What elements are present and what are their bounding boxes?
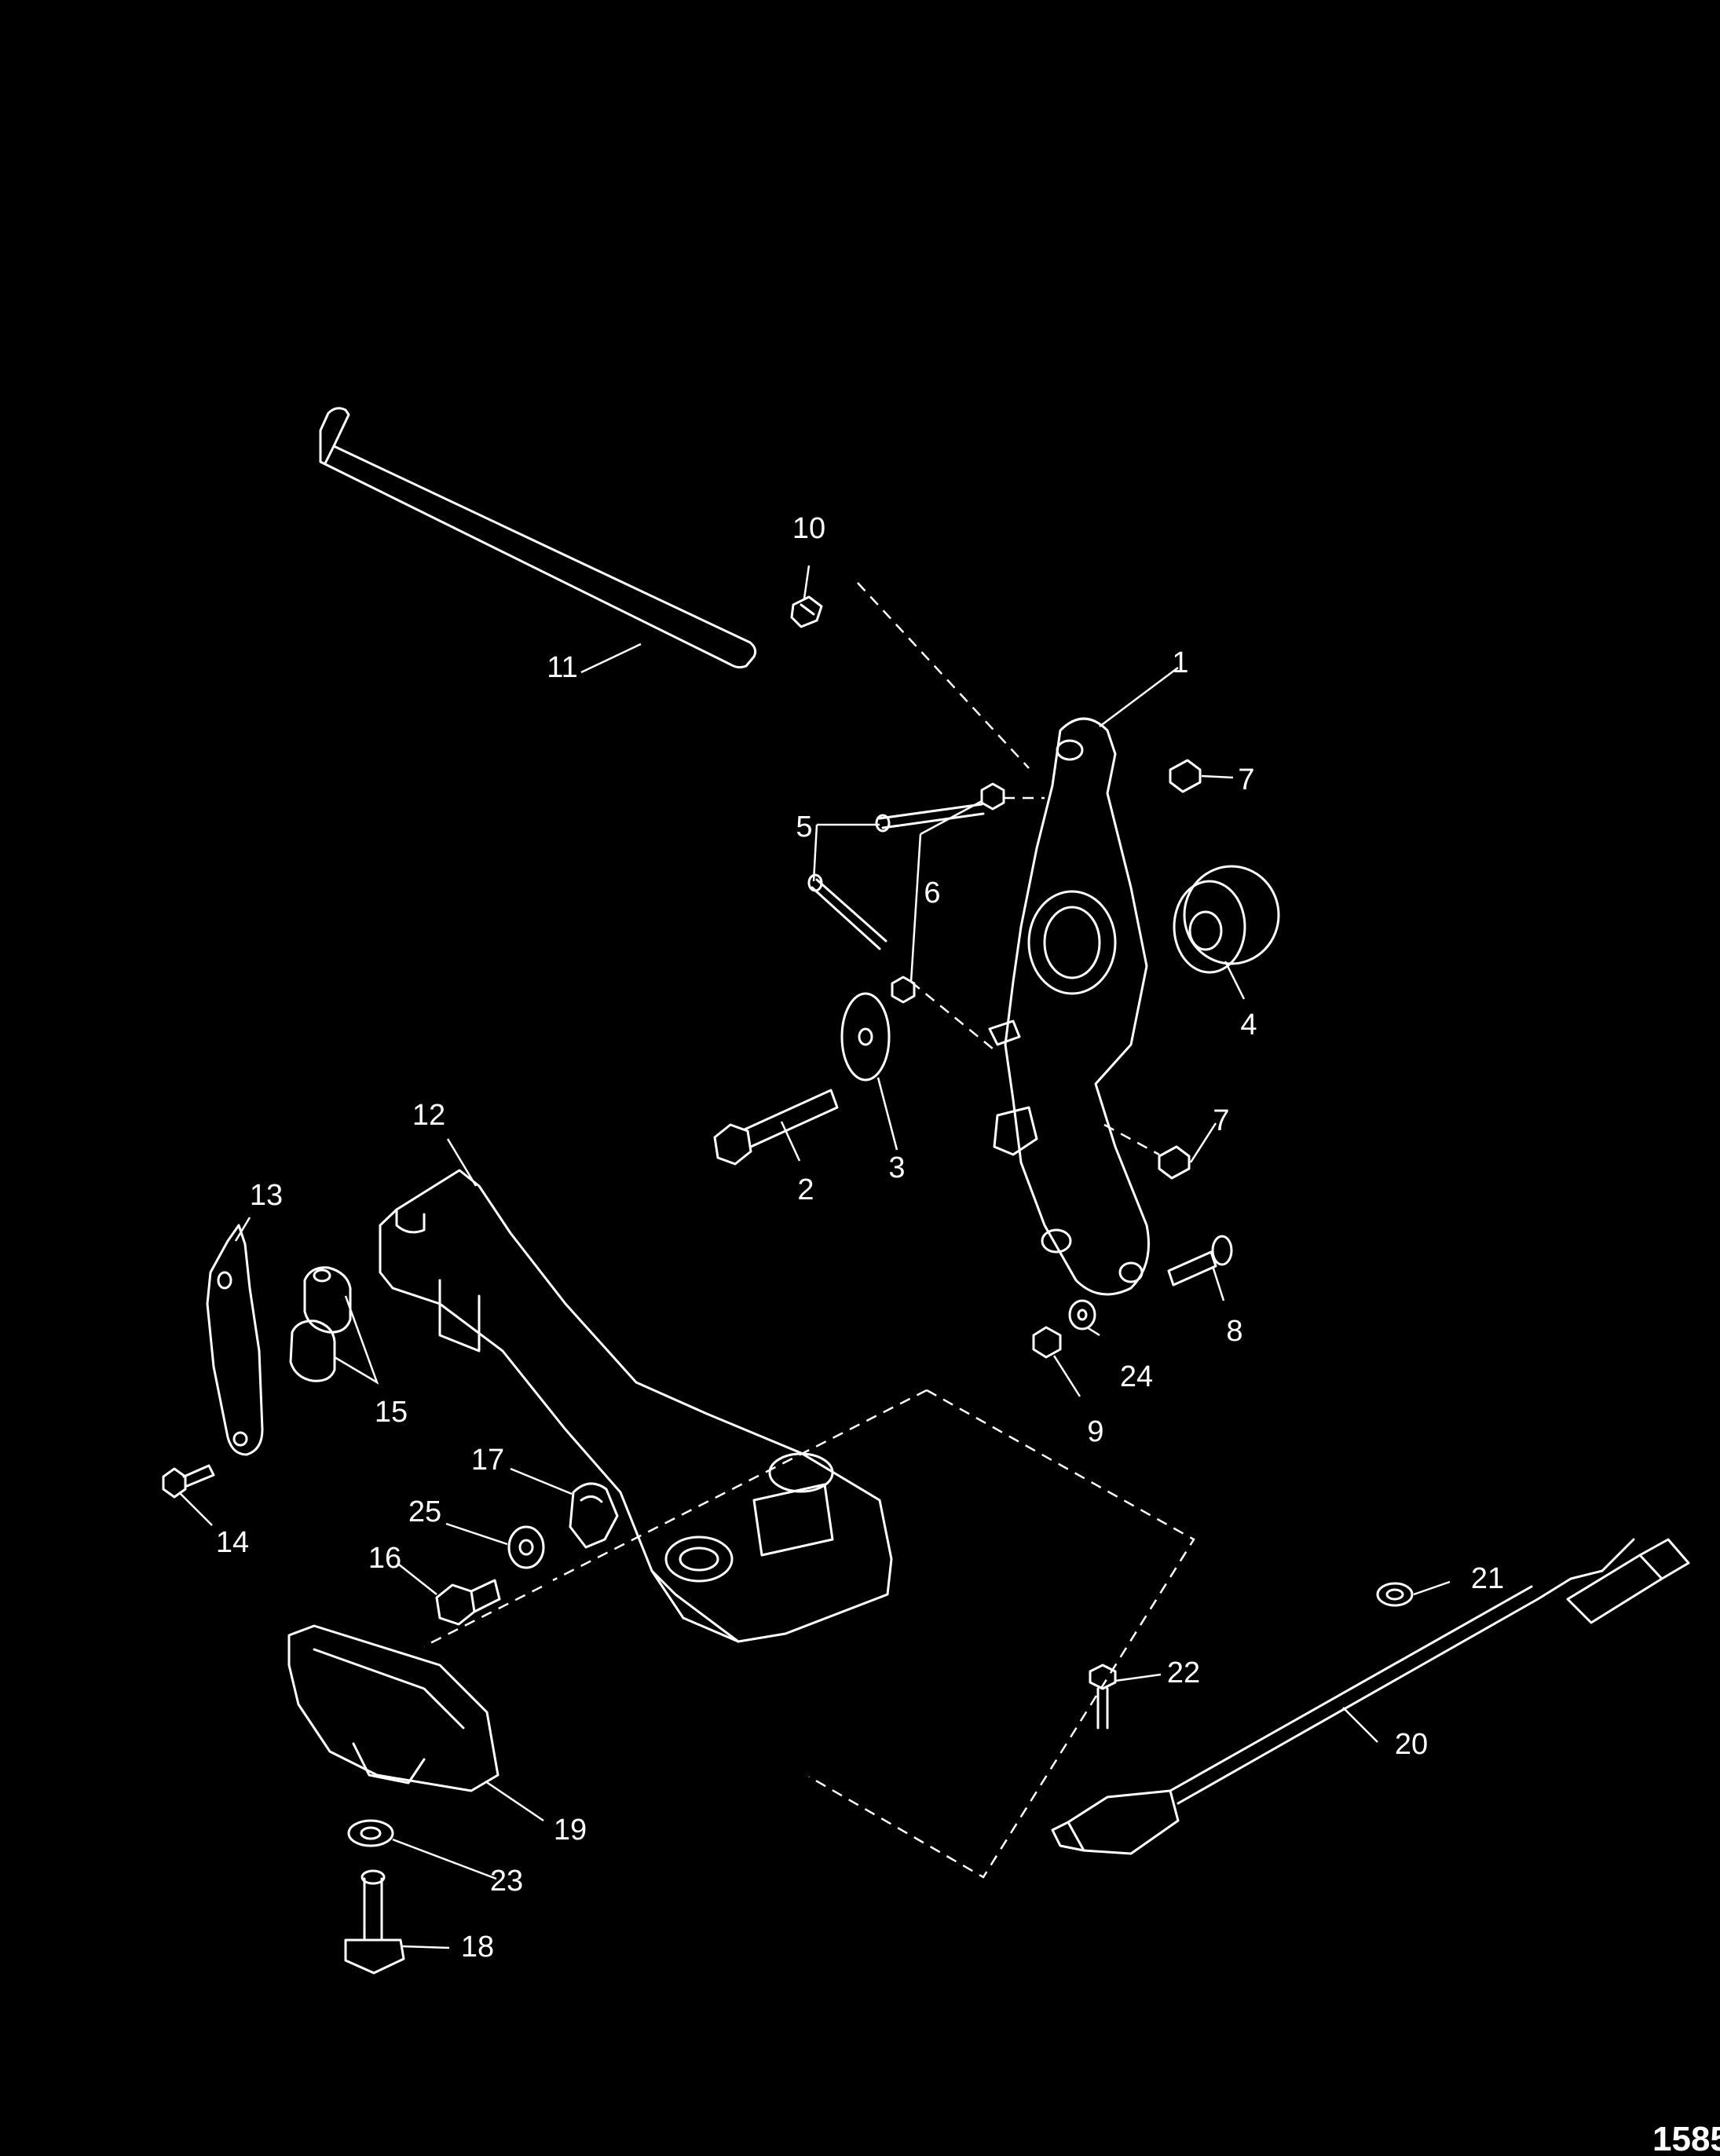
wiring-harness (1051, 1538, 1690, 1855)
sensor-housing (287, 1624, 500, 1792)
callout-21: 21 (1471, 1562, 1504, 1595)
callout-1: 1 (1172, 646, 1188, 679)
screw-upper (875, 803, 985, 833)
callout-12: 12 (412, 1099, 445, 1132)
callout-24: 24 (1120, 1360, 1153, 1393)
bottom-washer (347, 1819, 394, 1847)
callout-3: 3 (888, 1151, 905, 1184)
callout-2: 2 (797, 1173, 814, 1206)
spring-plate (206, 1224, 264, 1456)
throttle-rod (319, 407, 757, 669)
nut-upper (980, 782, 1005, 811)
long-bolt (344, 1869, 405, 1975)
bolt (713, 1089, 839, 1166)
rod-clip (790, 595, 823, 628)
callout-23: 23 (490, 1865, 523, 1898)
nut (1032, 1326, 1062, 1359)
small-screw (162, 1464, 215, 1499)
spacer-lower (1158, 1145, 1191, 1180)
throttle-bracket (379, 1169, 893, 1643)
callout-11: 11 (547, 651, 577, 684)
leader-lines (178, 565, 1451, 1949)
pin (1167, 1235, 1233, 1287)
callout-9: 9 (1087, 1415, 1103, 1448)
figure-number: 1585 (1652, 2120, 1720, 2156)
callout-17: 17 (471, 1444, 504, 1477)
callout-8: 8 (1226, 1315, 1242, 1348)
washer-large (840, 992, 891, 1082)
callout-6: 6 (924, 877, 940, 910)
callout-20: 20 (1395, 1728, 1428, 1761)
cable-clamp (569, 1482, 619, 1549)
washer-small (1068, 1299, 1096, 1331)
bushing-pair-lower (289, 1320, 336, 1382)
throttle-arm (988, 717, 1150, 1296)
callout-22: 22 (1167, 1656, 1200, 1689)
dashed-alignment-lines (423, 582, 1195, 1879)
callout-7-upper: 7 (1238, 763, 1254, 796)
callout-4: 4 (1240, 1008, 1257, 1041)
harness-screw (1089, 1664, 1117, 1730)
flat-washer (507, 1525, 545, 1569)
callout-10: 10 (792, 512, 825, 545)
callout-19: 19 (554, 1814, 587, 1847)
harness-clip (1376, 1582, 1414, 1607)
screw-lower (807, 873, 887, 950)
hex-bolt (435, 1579, 501, 1626)
callout-18: 18 (461, 1931, 494, 1964)
bushing-pair-upper (303, 1266, 352, 1334)
callout-7-lower: 7 (1213, 1104, 1229, 1137)
callout-16: 16 (368, 1542, 401, 1575)
callout-13: 13 (250, 1179, 283, 1212)
callout-14: 14 (216, 1526, 249, 1559)
callout-labels: 1 2 3 4 5 6 7 7 8 9 10 11 12 13 14 15 16… (216, 512, 1504, 1964)
callout-25: 25 (408, 1495, 441, 1528)
callout-5: 5 (796, 811, 812, 844)
callout-15: 15 (375, 1396, 408, 1429)
bushing (1173, 865, 1280, 974)
nut-lower (891, 976, 916, 1004)
spacer-upper (1169, 759, 1202, 793)
